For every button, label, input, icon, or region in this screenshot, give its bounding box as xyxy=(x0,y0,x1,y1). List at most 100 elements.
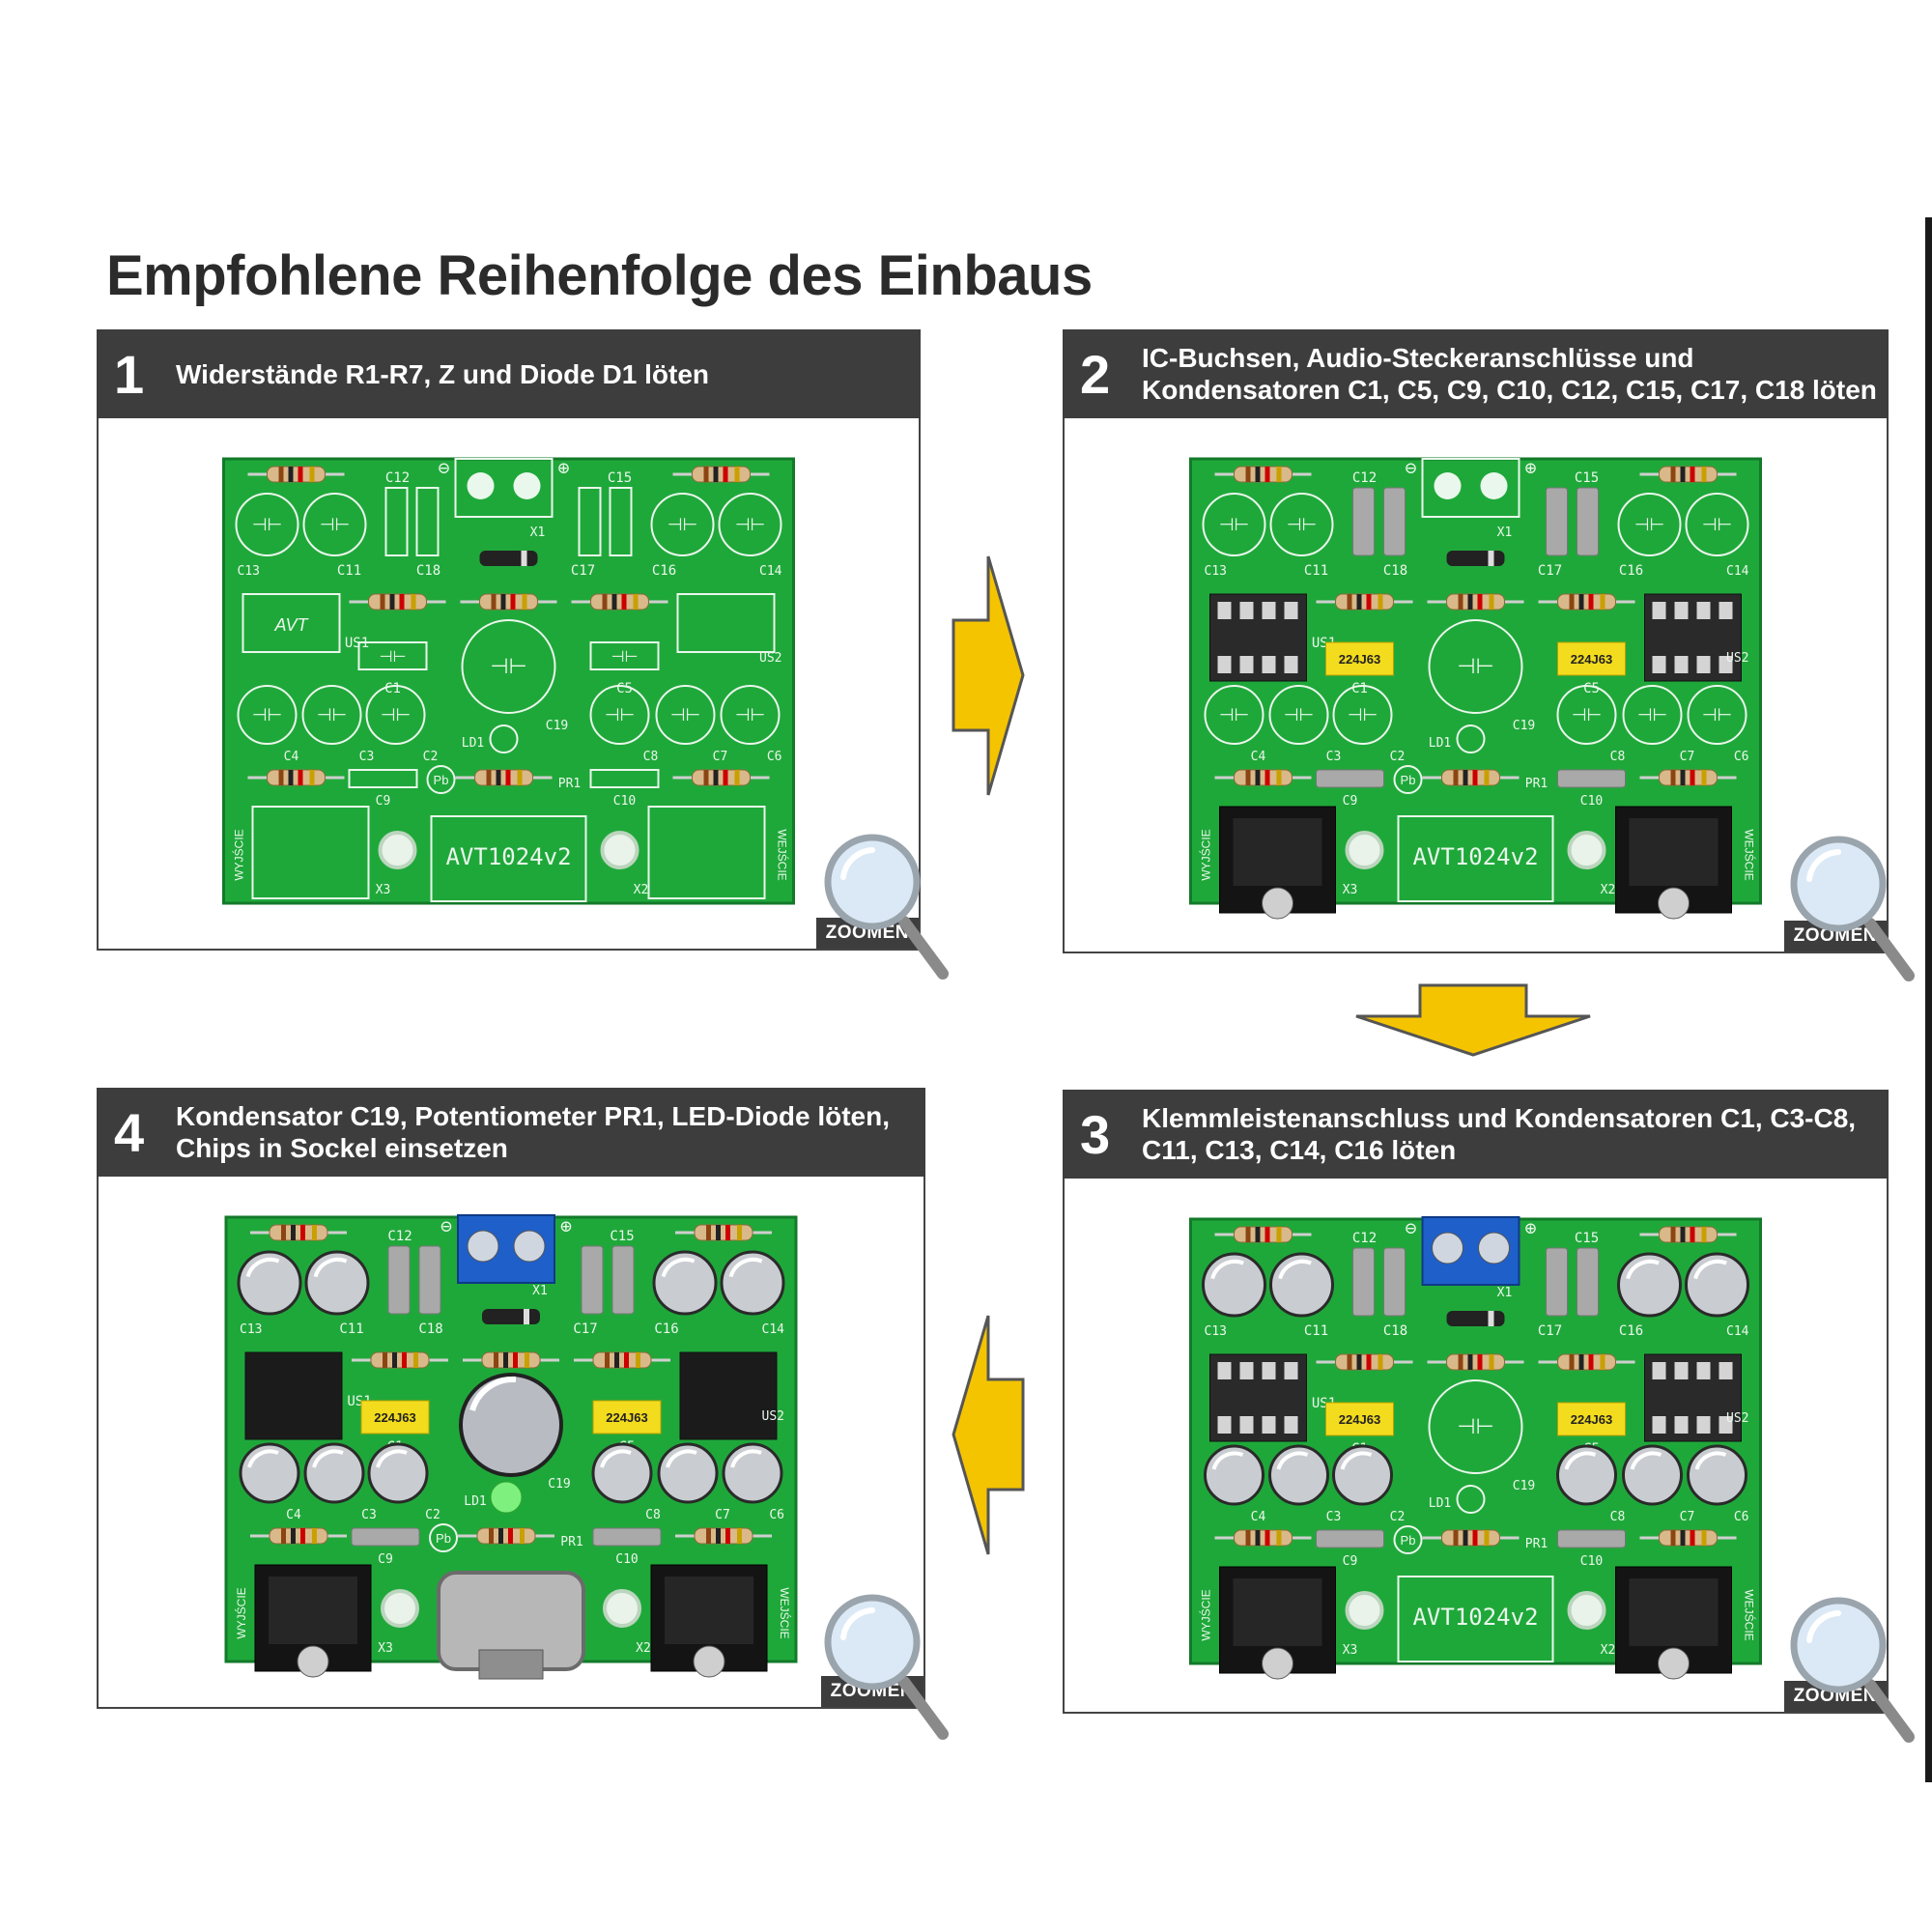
resistor-band xyxy=(1477,1354,1483,1370)
model-label-frame xyxy=(1397,1576,1554,1662)
socket-pin xyxy=(1262,1362,1276,1379)
pcb-silkscreen-label: C8 xyxy=(643,750,659,764)
film-capacitor xyxy=(611,1245,635,1315)
capacitor-highlight xyxy=(666,1449,697,1468)
socket-pin xyxy=(1652,656,1666,673)
resistor-band xyxy=(281,1225,286,1240)
pcb-silkscreen-label: PR1 xyxy=(1525,1537,1548,1551)
capacitor-highlight xyxy=(1278,1259,1312,1280)
resistor-band xyxy=(278,467,284,482)
model-label-frame xyxy=(430,815,587,902)
step-4-magnifier-icon[interactable] xyxy=(819,1589,954,1744)
terminal-pad xyxy=(467,472,495,499)
audio-jack-socket xyxy=(1262,1647,1293,1680)
pcb-silkscreen-label: C15 xyxy=(1575,1231,1599,1246)
resistor-band xyxy=(1489,594,1494,610)
step-3-magnifier-icon[interactable] xyxy=(1785,1592,1920,1747)
resistor-band xyxy=(716,1225,721,1240)
audio-jack-socket xyxy=(1262,887,1293,920)
pcb-silkscreen-label: C13 xyxy=(238,564,260,579)
resistor-band xyxy=(312,1528,317,1544)
capacitor-highlight xyxy=(245,1257,280,1278)
resistor-body xyxy=(1659,466,1718,483)
film-capacitor xyxy=(351,1527,420,1547)
resistor-body xyxy=(692,466,751,483)
resistor-body xyxy=(269,1224,328,1241)
logo-mark: AVT xyxy=(273,615,309,635)
pcb-silkscreen-label: C3 xyxy=(1326,1510,1342,1524)
socket-pin xyxy=(1652,1416,1666,1434)
resistor-band xyxy=(309,467,315,482)
pcb-silkscreen-label: C3 xyxy=(361,1508,377,1522)
resistor-band xyxy=(489,1528,494,1544)
resistor-band xyxy=(1578,594,1584,610)
resistor-band xyxy=(1245,770,1251,785)
capacitor-symbol: ⊣⊢ xyxy=(490,654,526,678)
step-1-magnifier-icon[interactable] xyxy=(819,829,954,983)
pcb-silkscreen-label: ⊕ xyxy=(557,456,569,479)
film-capacitor-footprint xyxy=(609,487,633,556)
capacitor-highlight xyxy=(312,1449,344,1468)
capacitor-symbol: ⊣⊢ xyxy=(735,705,765,724)
resistor-band xyxy=(1255,1530,1261,1546)
capacitor-highlight xyxy=(1340,1451,1373,1470)
audio-jack-socket xyxy=(1658,887,1690,920)
pcb-silkscreen-label: C6 xyxy=(1734,1510,1749,1524)
resistor-band xyxy=(402,1352,407,1368)
socket-pin xyxy=(1719,656,1733,673)
pcb-silkscreen-label: C13 xyxy=(1205,564,1227,579)
resistor-band xyxy=(1578,1354,1584,1370)
capacitor-footprint xyxy=(237,685,298,745)
pcb-silkscreen-label: C8 xyxy=(1610,750,1626,764)
resistor-band xyxy=(520,1528,525,1544)
pcb-silkscreen-label: X2 xyxy=(1601,883,1616,897)
step-2-panel: 2 IC-Buchsen, Audio-Steckeranschlüsse un… xyxy=(1063,329,1889,953)
step-2-magnifier-icon[interactable] xyxy=(1785,831,1920,985)
resistor-body xyxy=(592,1351,652,1369)
terminal-pad xyxy=(1480,472,1508,499)
resistor-band xyxy=(392,1352,397,1368)
capacitor-c19-footprint xyxy=(461,619,556,714)
terminal-screw xyxy=(1478,1232,1510,1264)
resistor-band xyxy=(1701,770,1707,785)
resistor-band xyxy=(522,594,527,610)
capacitor-symbol: ⊣⊢ xyxy=(611,649,639,666)
step-2-header: 2 IC-Buchsen, Audio-Steckeranschlüsse un… xyxy=(1063,329,1889,418)
pcb-silkscreen-label: C16 xyxy=(654,1321,678,1337)
socket-pin xyxy=(1262,656,1276,673)
pcb-silkscreen-label: US2 xyxy=(762,1409,784,1424)
pcb-silkscreen-label: C2 xyxy=(423,750,439,764)
pcb-silkscreen-label: C2 xyxy=(1390,1510,1406,1524)
capacitor-highlight xyxy=(661,1257,696,1278)
pcb-silkscreen-label: ⊕ xyxy=(560,1214,572,1237)
mounting-hole xyxy=(1567,1591,1606,1630)
diode-d1 xyxy=(482,1309,540,1324)
resistor-body xyxy=(1234,1529,1293,1547)
resistor-band xyxy=(1680,1530,1686,1546)
terminal-footprint xyxy=(1421,458,1520,518)
pcb-silkscreen-label: X3 xyxy=(1343,883,1358,897)
diode-band xyxy=(524,1309,529,1324)
pcb-silkscreen-label: C8 xyxy=(1610,1510,1626,1524)
pcb-silkscreen-label: C1 xyxy=(1351,681,1368,696)
silk-output-label: WYJŚCIE xyxy=(1199,1589,1213,1640)
socket-pin xyxy=(1284,1416,1298,1434)
resistor-body xyxy=(1335,593,1394,611)
resistor-band xyxy=(1467,1354,1473,1370)
step-2-number: 2 xyxy=(1080,343,1111,405)
audio-jack-socket xyxy=(693,1645,725,1678)
capacitor-symbol: ⊣⊢ xyxy=(1634,515,1664,534)
yellow-capacitor-label: 224J63 xyxy=(374,1410,415,1425)
resistor-band xyxy=(703,770,709,785)
resistor-band xyxy=(291,1528,296,1544)
resistor-band xyxy=(513,1352,518,1368)
resistor-band xyxy=(1477,594,1483,610)
resistor-band xyxy=(1600,594,1605,610)
film-capacitor-footprint xyxy=(589,769,660,788)
resistor-band xyxy=(288,770,294,785)
